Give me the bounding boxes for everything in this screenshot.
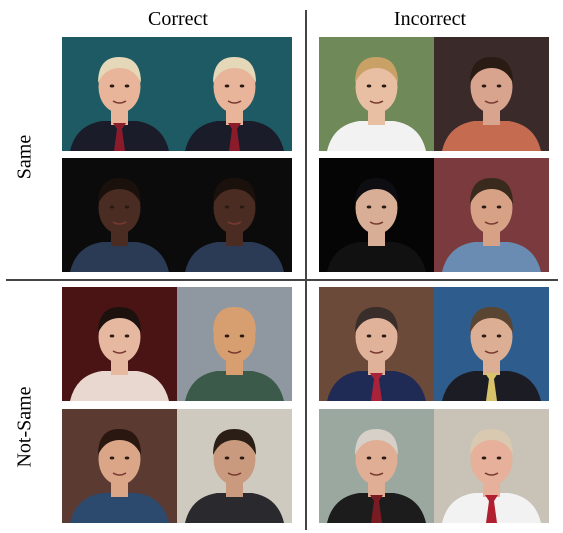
face-image <box>62 409 177 523</box>
horizontal-divider <box>6 279 558 281</box>
face-image <box>62 287 177 401</box>
face-image <box>177 287 292 401</box>
face-image <box>434 287 549 401</box>
face-pair-notsame-incorrect-2 <box>319 409 549 523</box>
face-image <box>319 37 434 151</box>
vertical-divider <box>305 10 307 530</box>
row-header-same: Same <box>13 134 36 180</box>
face-pair-notsame-incorrect-1 <box>319 287 549 401</box>
face-pair-notsame-correct-2 <box>62 409 292 523</box>
column-header-incorrect: Incorrect <box>393 8 467 30</box>
face-pair-same-incorrect-1 <box>319 37 549 151</box>
face-pair-same-correct-1 <box>62 37 292 151</box>
face-image <box>177 409 292 523</box>
face-pair-same-correct-2 <box>62 158 292 272</box>
face-image <box>177 37 292 151</box>
column-header-correct: Correct <box>148 8 208 30</box>
face-image <box>62 37 177 151</box>
face-pair-notsame-correct-1 <box>62 287 292 401</box>
face-pair-same-incorrect-2 <box>319 158 549 272</box>
row-header-not-same: Not-Same <box>13 386 36 468</box>
face-image <box>319 409 434 523</box>
face-image <box>319 158 434 272</box>
face-image <box>62 158 177 272</box>
face-image <box>177 158 292 272</box>
face-image <box>319 287 434 401</box>
face-image <box>434 37 549 151</box>
face-image <box>434 409 549 523</box>
face-image <box>434 158 549 272</box>
